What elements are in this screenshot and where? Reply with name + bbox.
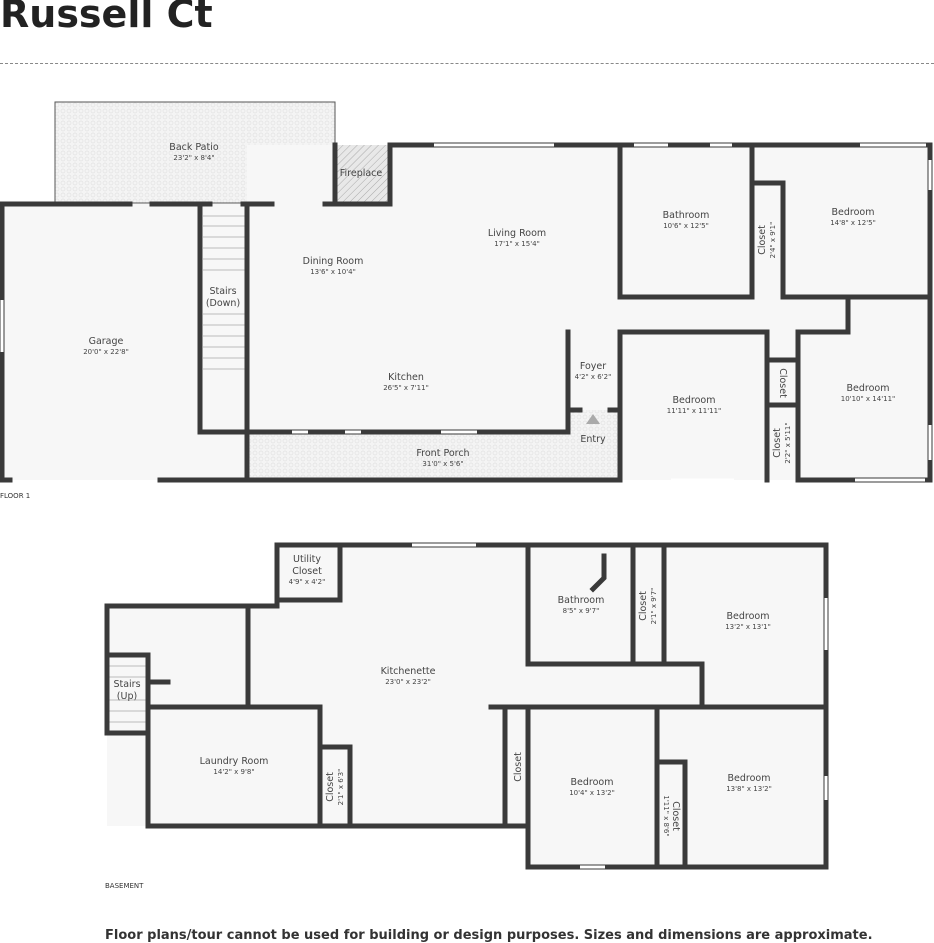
bedroom-wing-area — [620, 145, 930, 480]
closet-label: Closet — [638, 591, 649, 621]
closet-dim: 2'4" x 9'1" — [769, 222, 777, 259]
stairs-up-label-2: (Up) — [117, 691, 137, 702]
floor-1-label: FLOOR 1 — [0, 492, 30, 500]
closet-dim: 1'11" x 8'6" — [662, 795, 670, 836]
closet-label: Closet — [513, 752, 524, 782]
utility-closet-label: Utility — [293, 554, 321, 565]
bedroom-label: Bedroom — [571, 777, 614, 788]
laundry-room-dim: 14'2" x 9'8" — [213, 768, 254, 776]
bedroom-label: Bedroom — [832, 207, 875, 218]
foyer-dim: 4'2" x 6'2" — [575, 373, 612, 381]
front-porch-dim: 31'0" x 5'6" — [422, 460, 463, 468]
closet-label: Closet — [777, 368, 788, 398]
back-patio-dim: 23'2" x 8'4" — [173, 154, 214, 162]
stairs-up-label: Stairs — [113, 679, 140, 690]
stairs-up-treads — [109, 665, 146, 723]
fireplace-label: Fireplace — [340, 168, 383, 179]
bedroom-dim: 10'10" x 14'11" — [841, 395, 896, 403]
basement-left-area — [107, 606, 527, 826]
floor-1: Back Patio 23'2" x 8'4" Fireplace Garage… — [0, 101, 933, 500]
closet-label: Closet — [670, 801, 681, 831]
bedroom-dim: 11'11" x 11'11" — [667, 407, 722, 415]
entry-label: Entry — [580, 434, 606, 445]
fireplace-area — [335, 145, 390, 203]
divider — [0, 63, 934, 64]
kitchenette-dim: 23'0" x 23'2" — [385, 678, 431, 686]
entry-arrow-icon — [586, 414, 600, 424]
bedroom-dim: 10'4" x 13'2" — [569, 789, 615, 797]
bathroom-dim: 10'6" x 12'5" — [663, 222, 709, 230]
living-room-label: Living Room — [488, 228, 546, 239]
disclaimer: Floor plans/tour cannot be used for buil… — [105, 928, 873, 943]
foyer-label: Foyer — [580, 361, 606, 372]
stairs-down-label: Stairs — [209, 286, 236, 297]
basement-lower-area — [528, 707, 826, 867]
floor-1-walls — [0, 142, 933, 483]
utility-closet-dim: 4'9" x 4'2" — [289, 578, 326, 586]
closet-label: Closet — [325, 772, 336, 802]
bedroom-label: Bedroom — [728, 773, 771, 784]
bathroom-dim: 8'5" x 9'7" — [563, 607, 600, 615]
kitchen-dim: 26'5" x 7'11" — [383, 384, 429, 392]
closet-dim: 2'1" x 9'7" — [650, 588, 658, 625]
bedroom-dim: 13'8" x 13'2" — [726, 785, 772, 793]
bedroom-dim: 14'8" x 12'5" — [830, 219, 876, 227]
bedroom-label: Bedroom — [847, 383, 890, 394]
closet-label: Closet — [772, 428, 783, 458]
garage-label: Garage — [89, 336, 124, 347]
stairs-down-label-2: (Down) — [206, 298, 240, 309]
kitchenette-label: Kitchenette — [381, 666, 436, 677]
basement: Utility Closet 4'9" x 4'2" Stairs (Up) K… — [104, 542, 829, 890]
closet-dim: 2'1" x 6'3" — [337, 769, 345, 806]
dining-room-dim: 13'6" x 10'4" — [310, 268, 356, 276]
page-title: Russell Ct — [0, 0, 213, 36]
stairs-down-treads — [202, 206, 245, 370]
bedroom-dim: 13'2" x 13'1" — [725, 623, 771, 631]
bathroom-label: Bathroom — [558, 595, 605, 606]
back-patio-label: Back Patio — [169, 142, 219, 153]
front-porch-label: Front Porch — [416, 448, 469, 459]
dining-room-label: Dining Room — [303, 256, 364, 267]
main-area — [247, 145, 620, 432]
basement-walls — [104, 542, 829, 870]
bathroom-label: Bathroom — [663, 210, 710, 221]
living-room-dim: 17'1" x 15'4" — [494, 240, 540, 248]
bedroom-label: Bedroom — [673, 395, 716, 406]
utility-closet-label-2: Closet — [292, 566, 322, 577]
garage-dim: 20'0" x 22'8" — [83, 348, 129, 356]
kitchen-label: Kitchen — [388, 372, 424, 383]
closet-dim: 2'2" x 5'11" — [784, 422, 792, 463]
bedroom-label: Bedroom — [727, 611, 770, 622]
closet-label: Closet — [757, 225, 768, 255]
laundry-room-label: Laundry Room — [200, 756, 269, 767]
basement-label: BASEMENT — [105, 882, 144, 890]
